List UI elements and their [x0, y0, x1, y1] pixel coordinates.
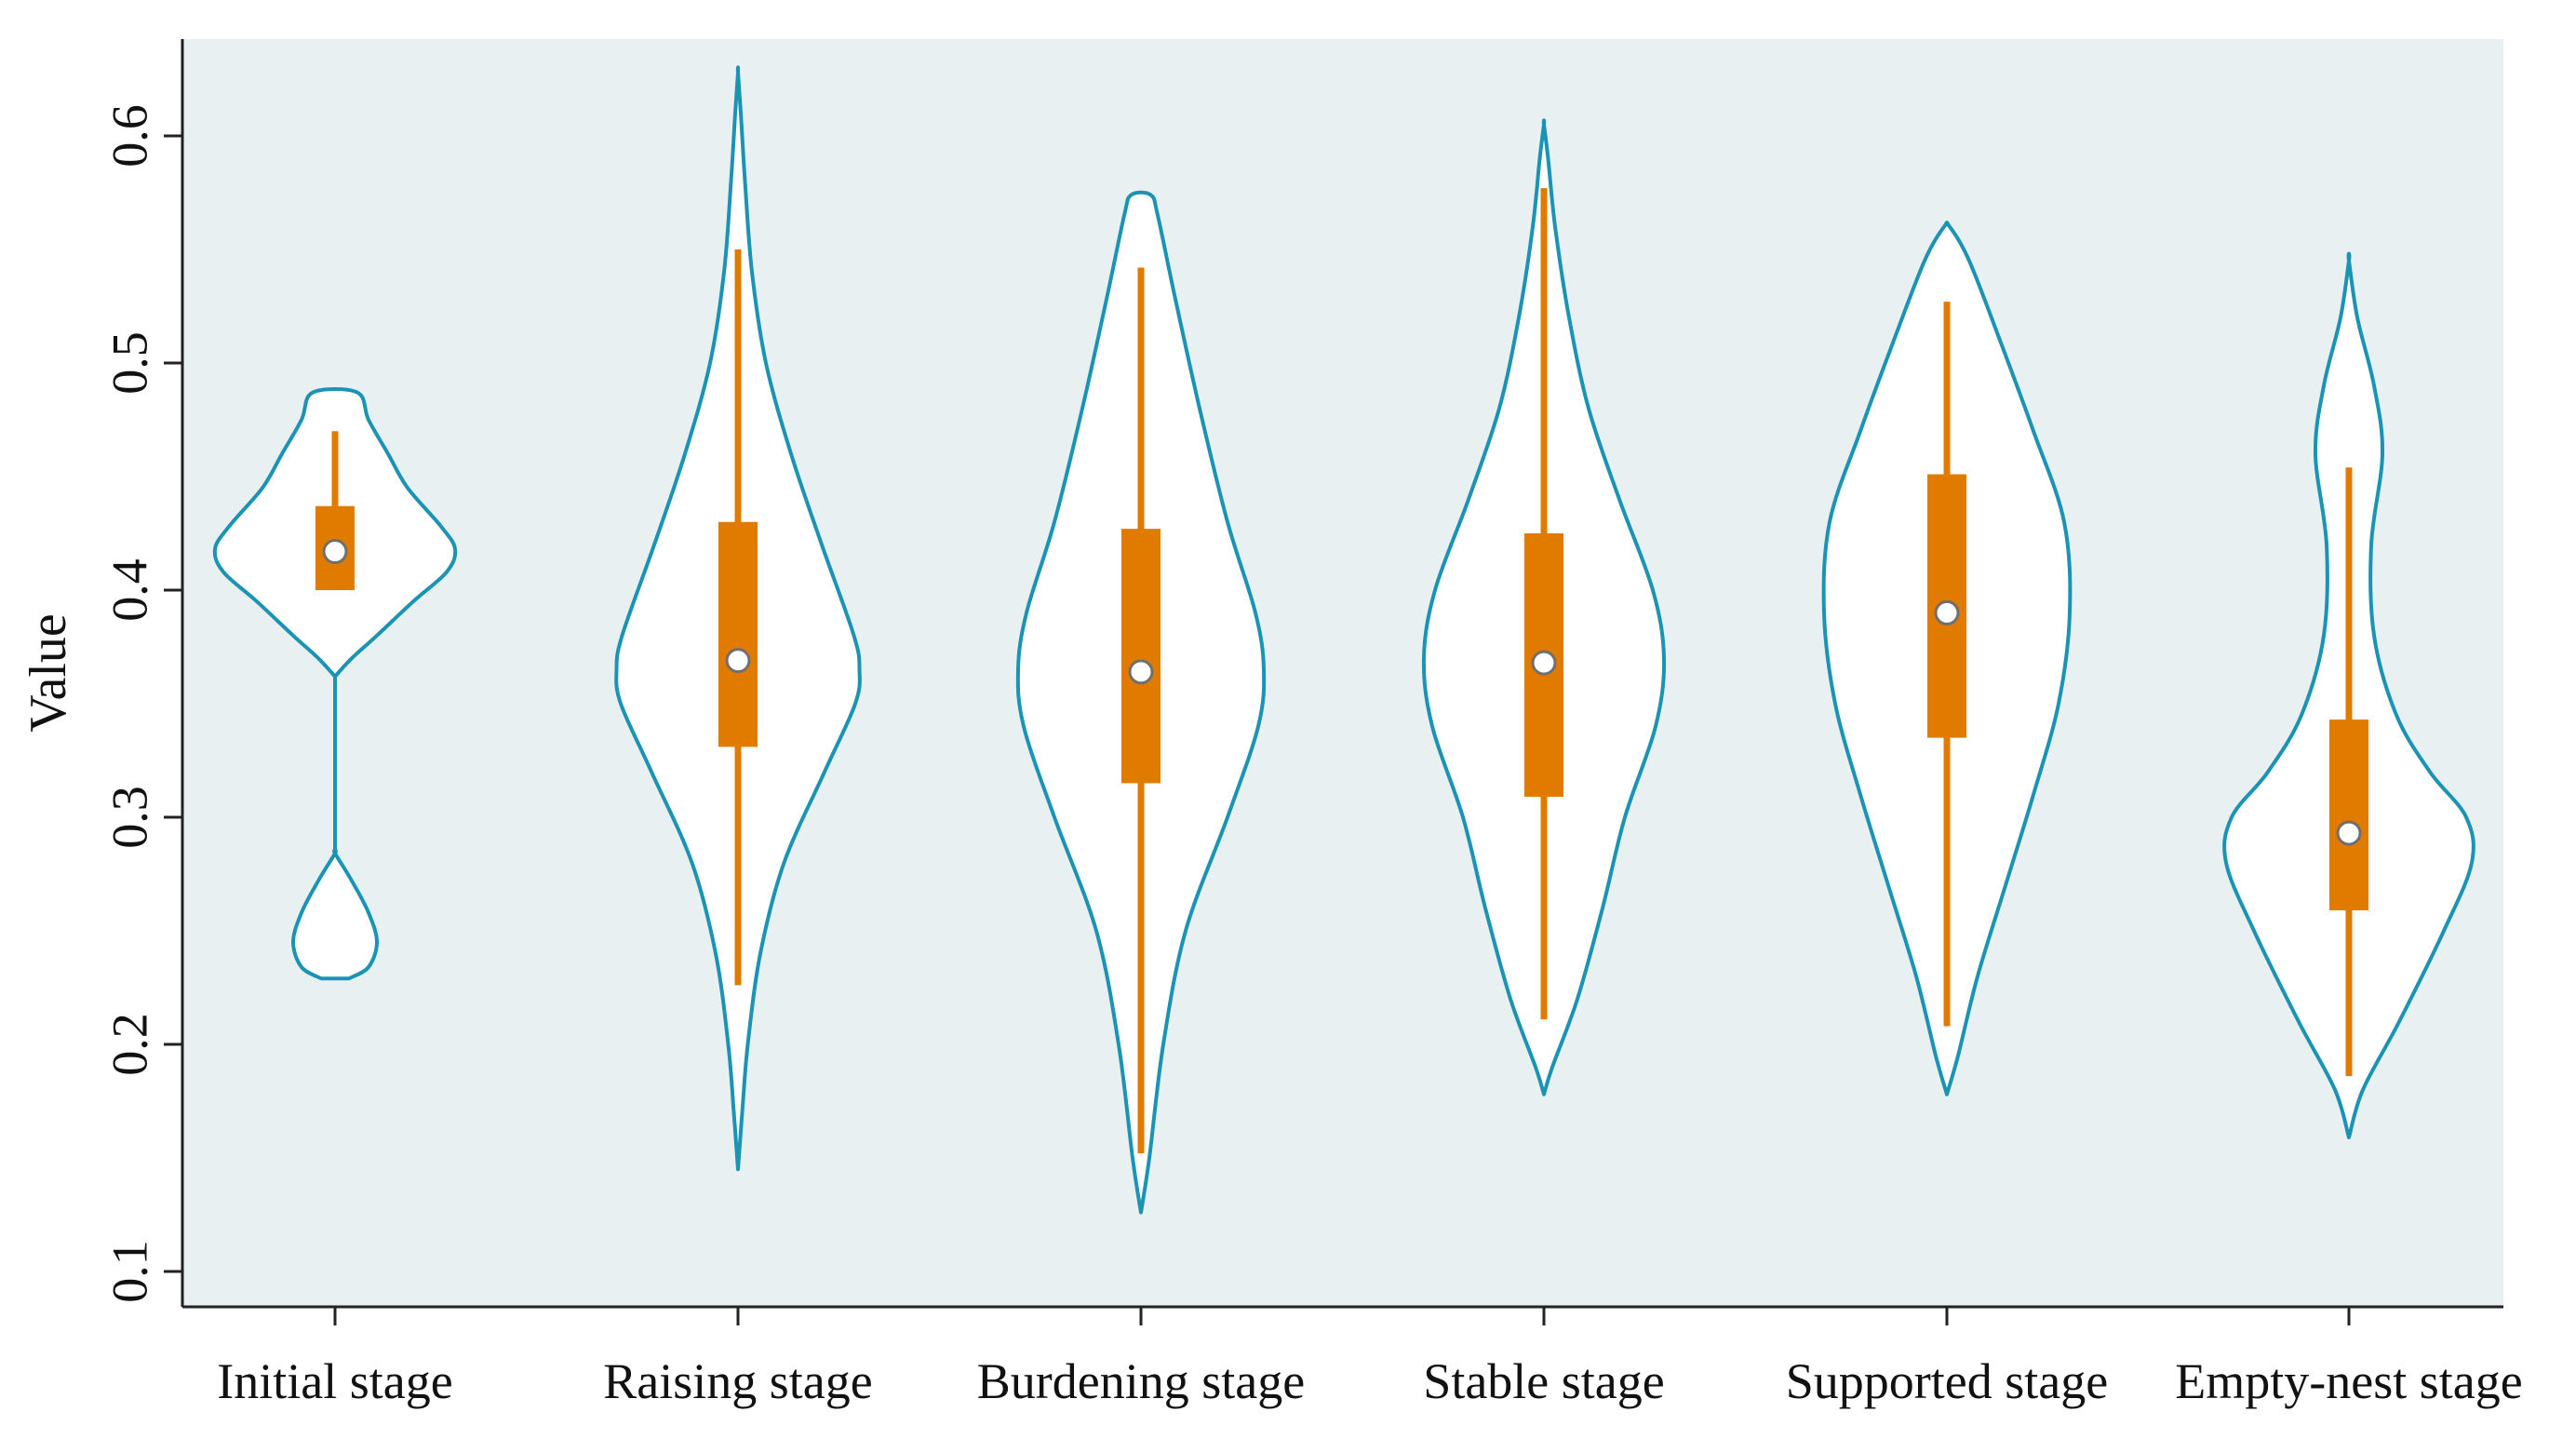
y-tick-label: 0.4 — [101, 558, 157, 622]
y-tick-label: 0.5 — [101, 331, 157, 395]
x-tick-label: Burdening stage — [977, 1353, 1305, 1409]
y-tick-label: 0.1 — [101, 1240, 157, 1303]
median-marker — [1531, 650, 1557, 676]
x-tick-label: Raising stage — [603, 1353, 872, 1409]
y-axis-title: Value — [20, 613, 77, 733]
median-marker — [322, 539, 348, 565]
median-marker — [725, 648, 751, 674]
box-layer — [315, 188, 2368, 1154]
y-tick-label: 0.3 — [101, 786, 157, 849]
iqr-box — [2329, 720, 2368, 911]
x-tick-label: Supported stage — [1786, 1353, 2108, 1409]
y-tick-label: 0.2 — [101, 1013, 157, 1076]
iqr-box — [718, 521, 758, 747]
median-marker — [1934, 599, 1960, 625]
median-marker — [2336, 820, 2362, 846]
iqr-box — [1121, 529, 1161, 784]
x-tick-label: Stable stage — [1423, 1353, 1664, 1409]
y-axis-ticks: 0.1 0.2 0.3 0.4 0.5 0.6 — [101, 104, 182, 1303]
x-tick-label: Empty-nest stage — [2175, 1353, 2522, 1409]
plot-area-background — [182, 39, 2503, 1307]
x-axis-ticks: Initial stage Raising stage Burdening stag… — [217, 1307, 2523, 1409]
median-marker — [1128, 659, 1154, 685]
y-tick-label: 0.6 — [101, 104, 157, 168]
x-tick-label: Initial stage — [217, 1353, 452, 1409]
